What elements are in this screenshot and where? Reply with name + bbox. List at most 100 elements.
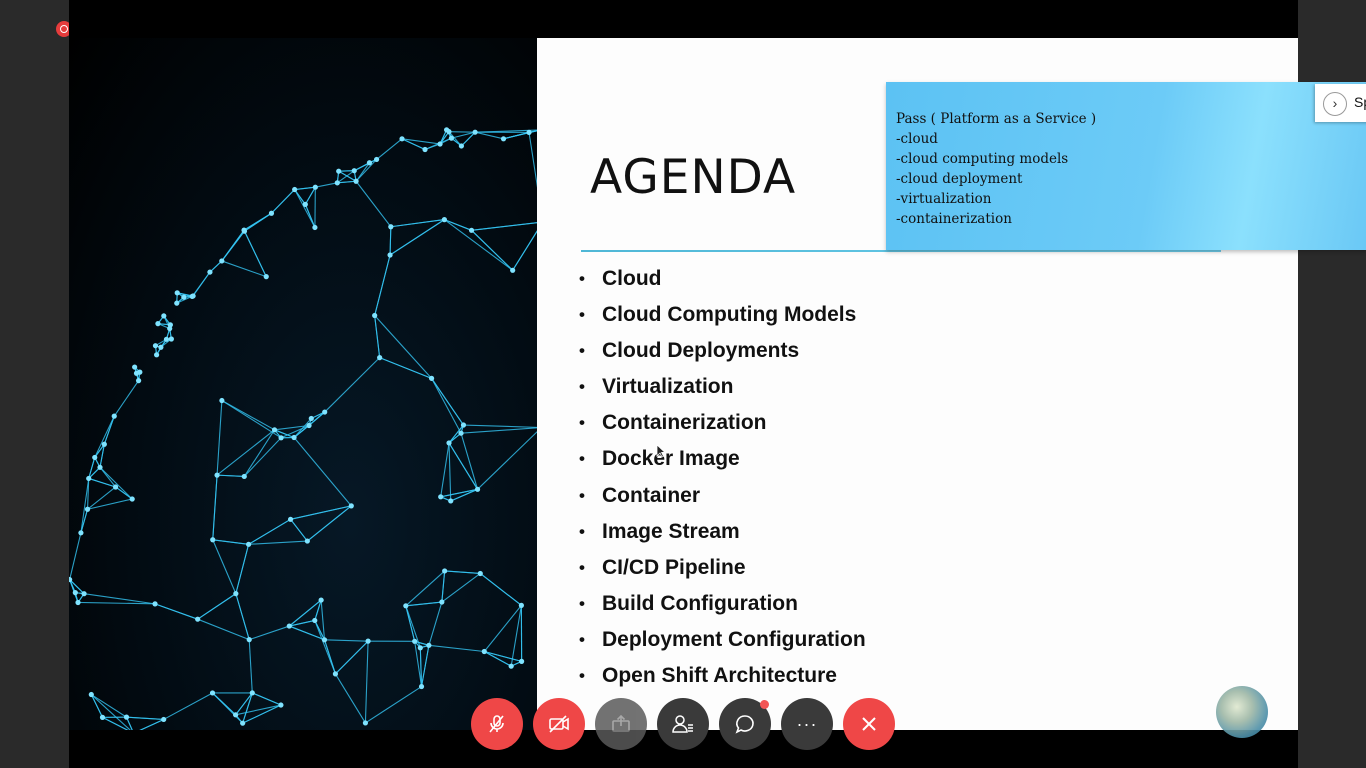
globe-link — [428, 644, 485, 653]
globe-node — [446, 440, 452, 446]
globe-node — [336, 168, 342, 174]
globe-node — [86, 475, 92, 482]
globe-link — [503, 130, 537, 140]
agenda-item: •Image Stream — [577, 514, 866, 550]
globe-link — [441, 570, 446, 603]
globe-node — [278, 435, 284, 441]
bullet-icon: • — [579, 305, 585, 325]
globe-node — [372, 312, 378, 319]
globe-node — [88, 691, 94, 698]
globe-node — [271, 427, 278, 433]
globe-node — [510, 267, 516, 273]
globe-node — [135, 378, 142, 384]
globe-link — [374, 315, 432, 379]
bullet-icon: • — [579, 269, 585, 288]
globe-link — [335, 640, 369, 675]
globe-node — [422, 146, 428, 153]
globe-node — [84, 506, 91, 512]
share-icon — [612, 714, 630, 732]
sticky-note[interactable]: Pass ( Platform as a Service ) -cloud -c… — [886, 82, 1366, 250]
globe-node — [210, 537, 216, 543]
globe-link — [83, 593, 156, 605]
globe-link — [304, 186, 316, 205]
participants-button[interactable] — [657, 698, 709, 750]
globe-node — [78, 530, 84, 536]
bullet-icon: • — [579, 449, 585, 469]
globe-link — [448, 131, 476, 133]
globe-link — [102, 716, 129, 730]
note-line: -containerization — [896, 211, 1012, 227]
globe-link — [289, 625, 325, 641]
globe-node — [412, 638, 418, 644]
leave-meeting-button[interactable] — [843, 698, 895, 750]
agenda-item-label: Build Configuration — [602, 591, 798, 615]
globe-link — [191, 271, 211, 297]
globe-node — [190, 293, 196, 299]
globe-node — [161, 716, 167, 723]
globe-link — [288, 599, 322, 627]
muted-microphone-icon — [489, 715, 504, 733]
globe-node — [233, 712, 239, 718]
globe-link — [290, 505, 352, 520]
globe-node — [519, 658, 525, 664]
globe-link — [87, 498, 133, 510]
bullet-icon: • — [579, 377, 585, 397]
globe-link — [99, 444, 105, 468]
globe-node — [81, 591, 87, 597]
globe-node — [474, 486, 481, 492]
globe-link — [221, 260, 267, 278]
globe-link — [221, 400, 282, 439]
globe-node — [245, 541, 252, 547]
globe-link — [440, 488, 478, 498]
share-button[interactable] — [595, 698, 647, 750]
globe-link — [88, 466, 101, 479]
agenda-item: •Container — [577, 478, 866, 514]
globe-node — [365, 638, 371, 644]
slide-title: AGENDA — [590, 150, 797, 205]
side-panel-toggle[interactable]: › Sp — [1315, 84, 1366, 122]
globe-link — [212, 539, 249, 545]
meeting-toolbar: ··· — [471, 698, 901, 752]
globe-node — [129, 496, 135, 502]
agenda-item: •Docker Image — [577, 441, 866, 477]
globe-node — [442, 568, 448, 574]
globe-node — [508, 663, 514, 669]
globe-link — [249, 625, 290, 641]
globe-node — [439, 599, 445, 605]
agenda-item-label: Cloud Deployments — [602, 339, 800, 363]
globe-node — [113, 484, 119, 490]
globe-link — [139, 718, 164, 730]
globe-node — [168, 336, 174, 342]
globe-node — [468, 227, 475, 233]
globe-node — [332, 671, 339, 677]
chevron-right-icon[interactable]: › — [1323, 92, 1347, 116]
chat-button[interactable] — [719, 698, 771, 750]
globe-link — [212, 692, 244, 724]
globe-link — [420, 645, 430, 687]
mouse-cursor-icon — [656, 444, 666, 458]
globe-node — [428, 375, 435, 381]
more-options-button[interactable]: ··· — [781, 698, 833, 750]
globe-link — [212, 539, 237, 594]
globe-link — [69, 579, 85, 595]
bullet-icon: • — [579, 341, 585, 361]
globe-link — [414, 641, 423, 687]
mute-button[interactable] — [471, 698, 523, 750]
agenda-item: • Cloud Deployments — [577, 333, 866, 369]
globe-node — [348, 503, 354, 509]
globe-node — [373, 156, 380, 163]
globe-link — [376, 138, 403, 160]
globe-node — [377, 355, 383, 361]
globe-node — [72, 590, 78, 596]
presenter-avatar[interactable] — [1216, 686, 1268, 738]
globe-node — [155, 321, 161, 327]
globe-link — [374, 315, 381, 358]
globe-link — [401, 138, 426, 150]
globe-link — [221, 229, 245, 262]
globe-link — [448, 442, 452, 501]
globe-node — [448, 135, 455, 141]
video-button[interactable] — [533, 698, 585, 750]
globe-link — [431, 378, 464, 426]
chat-icon — [735, 715, 754, 734]
globe-node — [158, 344, 164, 350]
